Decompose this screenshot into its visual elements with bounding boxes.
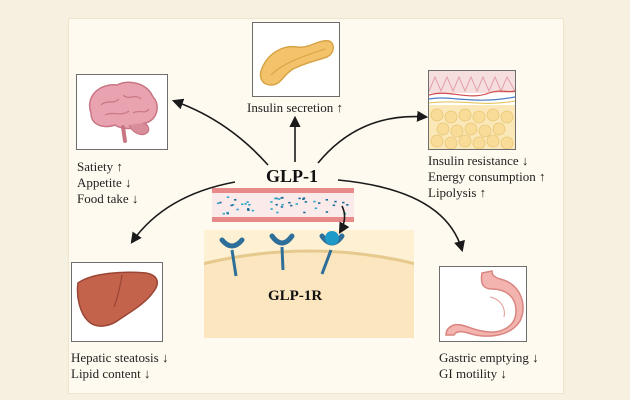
glp1-molecule: [288, 201, 291, 204]
glp1-molecule: [236, 208, 239, 211]
pancreas-label: Insulin secretion ↑: [247, 100, 344, 115]
glp1-molecule: [280, 197, 283, 199]
glp1-molecule: [226, 212, 229, 215]
glp1-molecule: [276, 211, 279, 214]
glp1-molecule: [302, 198, 305, 200]
liver-box: [71, 262, 163, 342]
glp1-molecule: [244, 203, 247, 205]
glp1-molecule: [304, 201, 308, 203]
glp1-molecule: [247, 208, 250, 210]
brain-label-1: Satiety ↑: [77, 159, 123, 174]
adipose-tissue-icon: [429, 71, 515, 149]
liver-label-2: Lipid content ↓: [71, 366, 151, 381]
glp1-molecule: [303, 211, 306, 214]
glp1-receptor-bound: [319, 231, 345, 275]
glp1-molecule: [231, 204, 235, 206]
glp1-molecule: [234, 199, 237, 201]
brain-label-3: Food take ↓: [77, 191, 139, 206]
glp1-molecule: [226, 196, 230, 198]
adipose-label-2: Energy consumption ↑: [428, 169, 546, 184]
liver-icon: [76, 271, 159, 327]
stomach-label-2: GI motility ↓: [439, 366, 507, 381]
glp1-molecule: [318, 202, 321, 204]
glp1-molecule: [280, 206, 284, 208]
glp1-molecule: [219, 201, 222, 204]
glp1-molecule: [314, 207, 318, 210]
glp1-molecule: [270, 201, 273, 203]
glp1-molecule: [275, 203, 278, 206]
stomach-box: [439, 266, 527, 342]
arrow-to-brain: [171, 98, 269, 166]
glp1-molecule: [281, 203, 284, 206]
adipose-label-3: Lipolysis ↑: [428, 185, 487, 200]
glp1-molecule: [248, 204, 251, 206]
blood-vessel: [212, 188, 354, 222]
glp1-molecule: [346, 204, 349, 206]
glp1-molecule: [247, 209, 250, 211]
glp1-molecule: [332, 204, 336, 207]
glp1-title: GLP-1: [266, 166, 318, 186]
glp1-receptor-2: [269, 233, 295, 271]
glp1-molecule: [298, 197, 301, 200]
glp1-molecule: [222, 212, 225, 215]
liver-label-1: Hepatic steatosis ↓: [71, 350, 169, 365]
glp1-molecule: [216, 202, 220, 205]
glp1r-label: GLP-1R: [268, 288, 323, 304]
glp1-molecule: [325, 199, 328, 201]
stomach-label-1: Gastric emptying ↓: [439, 350, 539, 365]
glp1-molecule: [295, 203, 298, 205]
pancreas-box: [252, 22, 340, 97]
glp1-molecule: [277, 198, 281, 200]
glp1-molecule: [325, 211, 329, 213]
arrow-to-stomach: [337, 179, 465, 253]
glp1-molecule: [334, 200, 337, 203]
glp1-molecule: [251, 209, 255, 212]
stomach-icon: [445, 270, 524, 337]
brain-icon: [88, 81, 158, 143]
glp1-molecule: [230, 204, 233, 207]
arrow-to-liver: [130, 181, 236, 244]
glp1-molecule: [241, 203, 244, 206]
release-arrow: [338, 205, 350, 234]
adipose-label-1: Insulin resistance ↓: [428, 153, 529, 168]
glp1-molecule: [270, 208, 273, 210]
adipose-box: [428, 70, 516, 150]
glp1-molecule: [313, 200, 316, 203]
cell-membrane: [204, 230, 414, 338]
arrow-to-adipose: [317, 110, 429, 164]
glp1-molecule: [302, 197, 306, 199]
pancreas-icon: [259, 40, 334, 86]
brain-box: [76, 74, 168, 150]
glp1-molecule: [342, 201, 345, 204]
glp1-molecule: [226, 211, 229, 214]
glp1-molecule: [246, 201, 249, 203]
brain-label-2: Appetite ↓: [77, 175, 132, 190]
glp1-molecule: [274, 197, 277, 200]
glp1-receptor-1: [219, 237, 245, 277]
glp1-molecule: [290, 204, 293, 207]
